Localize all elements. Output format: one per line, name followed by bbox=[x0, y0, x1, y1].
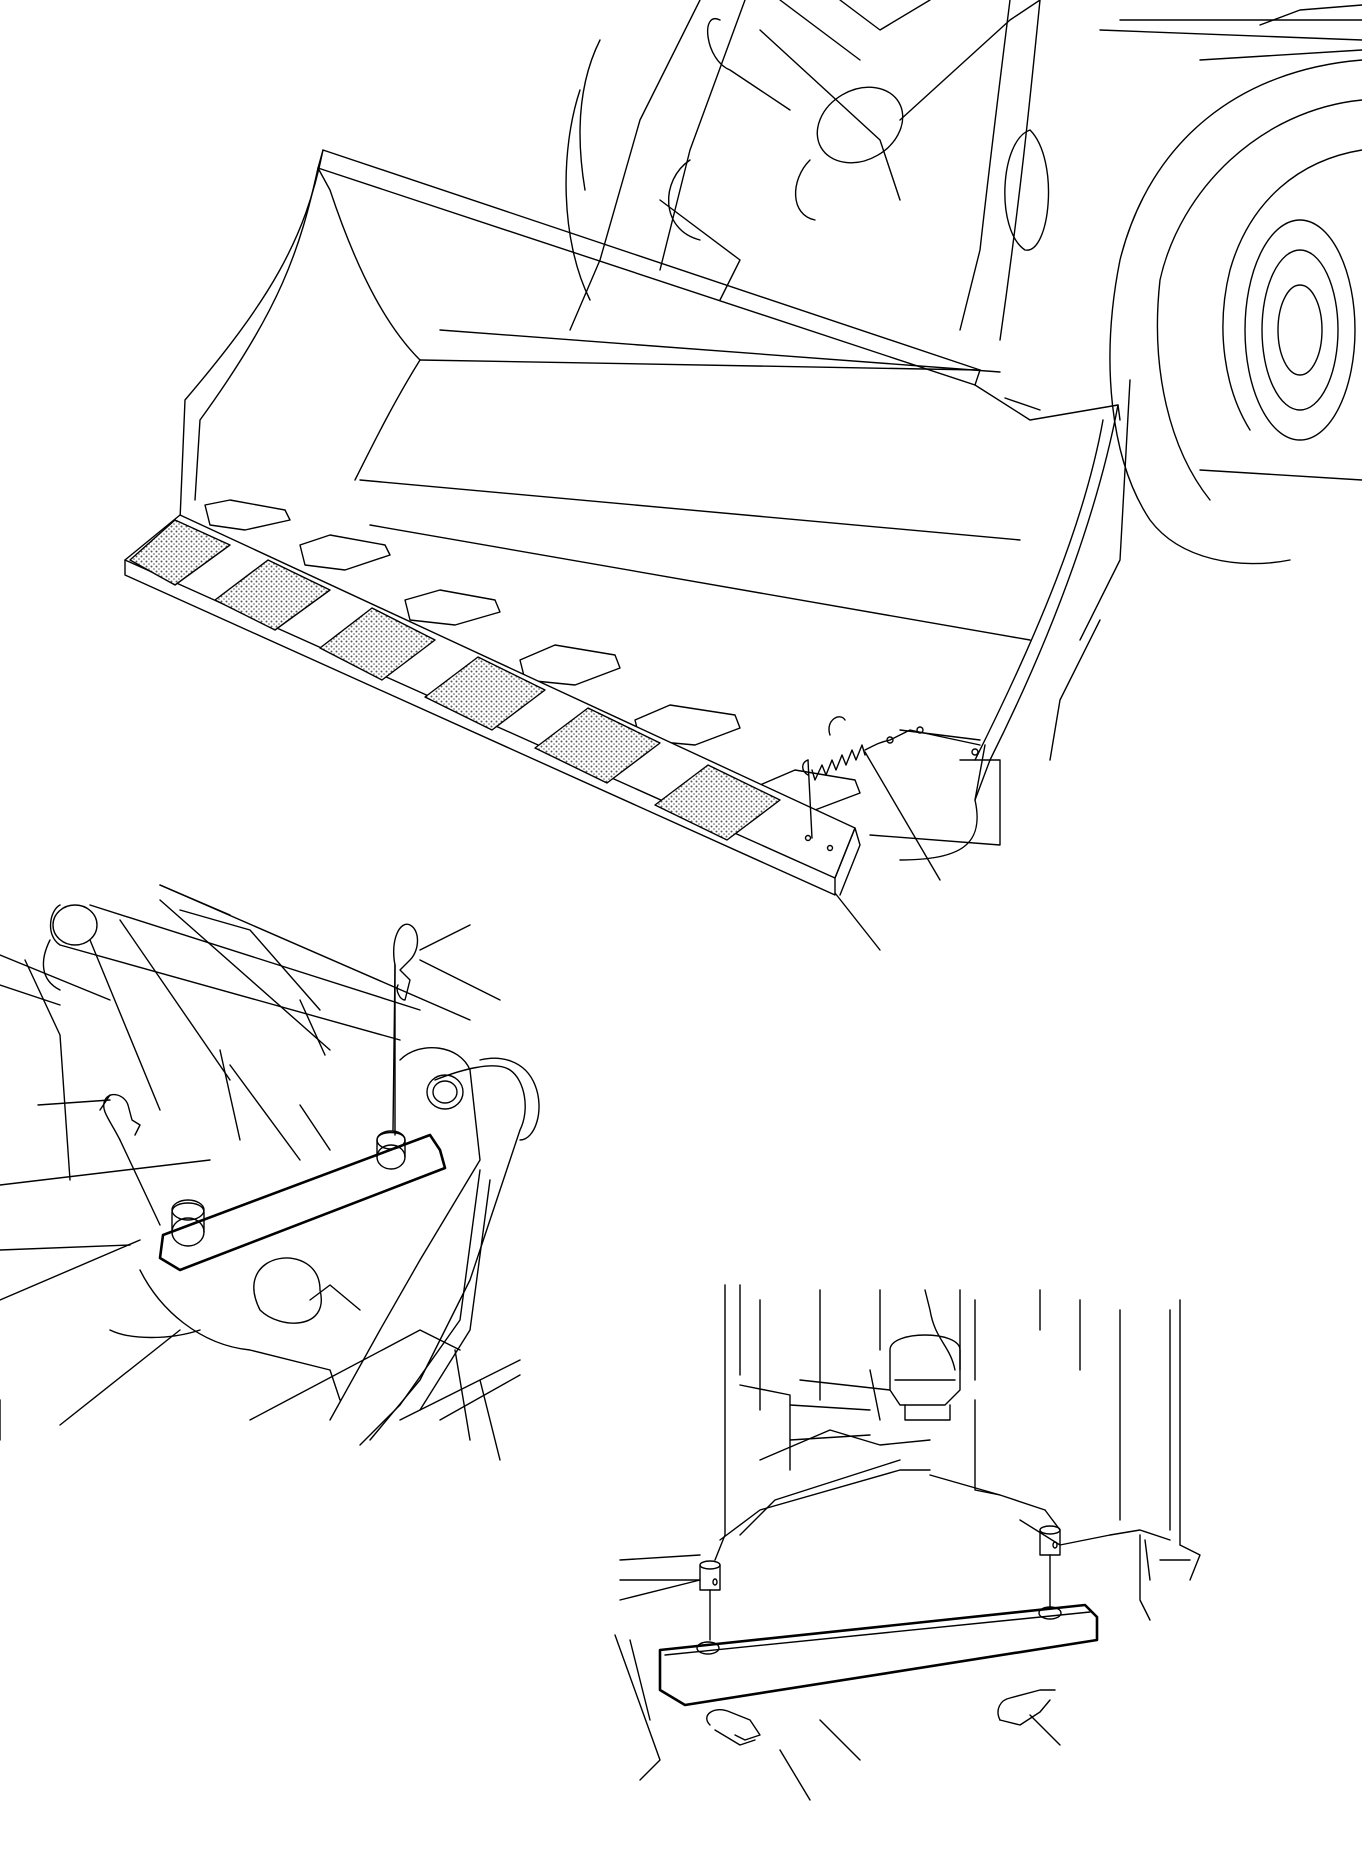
leader-lock-bar bbox=[819, 1719, 861, 1761]
bucket-panel bbox=[124, 0, 1362, 951]
lift-arm-r-clips bbox=[37, 923, 471, 1226]
cutting-edge-guard bbox=[124, 514, 861, 896]
lift-arm-lock-panel bbox=[0, 884, 540, 1461]
articulation-lock-bar bbox=[658, 1603, 1099, 1707]
lift-arm-bracket bbox=[0, 1046, 540, 1461]
leader-upper-clip bbox=[419, 924, 471, 951]
leader-left-r-clip bbox=[779, 1749, 811, 1801]
rear-tire bbox=[1049, 59, 1362, 761]
leader-spring bbox=[864, 751, 941, 881]
retaining-spring bbox=[802, 716, 981, 839]
bucket-teeth bbox=[204, 499, 861, 811]
leader-guard bbox=[834, 892, 881, 951]
bucket bbox=[179, 149, 1121, 861]
loader-lift-arm bbox=[565, 0, 1362, 341]
articulation-lock-panel bbox=[614, 1284, 1201, 1801]
lift-arm-frame bbox=[0, 884, 501, 1301]
leader-left-clip bbox=[37, 1099, 111, 1106]
articulation-frame bbox=[614, 1284, 1201, 1781]
leader-bar-upper bbox=[299, 1104, 331, 1151]
articulation-r-clips bbox=[706, 1689, 1061, 1801]
lift-arm-lock-bar bbox=[158, 1130, 447, 1272]
leader-right-r-clip bbox=[1029, 1714, 1061, 1746]
